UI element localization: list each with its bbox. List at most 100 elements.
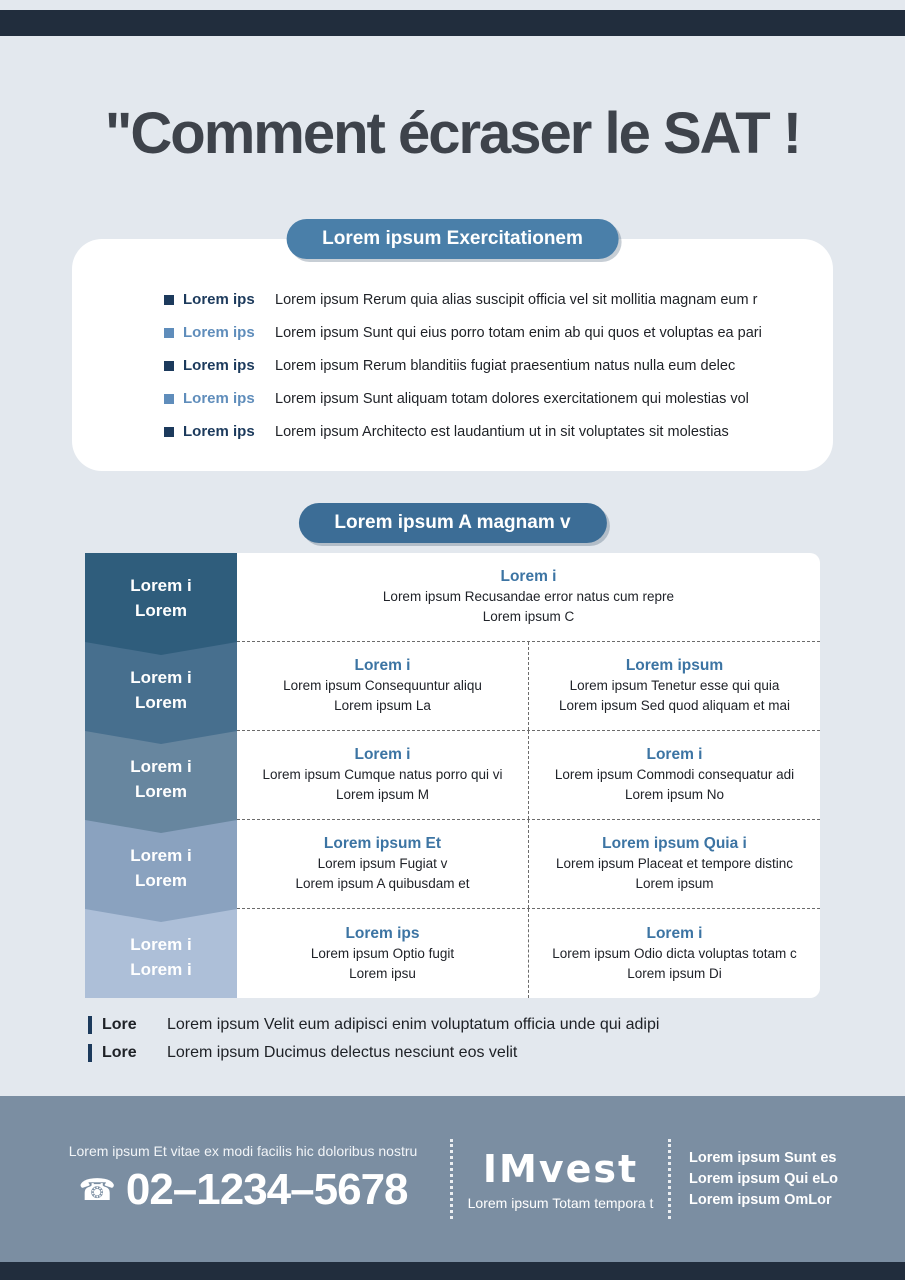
stage-line: Lorem	[135, 692, 187, 712]
brand-subtitle: Lorem ipsum Totam tempora t	[467, 1195, 654, 1211]
stage-line: Lorem i	[130, 845, 192, 865]
square-bullet-icon	[164, 360, 174, 371]
note-bar-icon	[88, 1016, 92, 1034]
cell-line: Lorem ipsum Odio dicta voluptas totam c	[552, 945, 797, 961]
list-item-text: Lorem ipsum Sunt aliquam totam dolores e…	[275, 390, 749, 407]
phone-number: 02–1234–5678	[125, 1165, 409, 1214]
phone-icon: ☎	[78, 1173, 116, 1207]
square-bullet-icon	[164, 327, 174, 338]
stage-line: Lorem	[135, 600, 187, 620]
cell-line: Lorem ipsum M	[335, 787, 430, 802]
table-cell: Lorem ipsum Lorem ipsum Tenetur esse qui…	[529, 642, 820, 730]
cell-line: Lorem ipsum A quibusdam et	[295, 876, 470, 891]
cell-line: Lorem ipsum Recusandae error natus cum r…	[382, 589, 675, 604]
footer-contact-block: Lorem ipsum Et vitae ex modi facilis hic…	[0, 1143, 450, 1215]
dotted-divider	[450, 1139, 453, 1219]
list-item: Lorem ips Lorem ipsum Sunt aliquam totam…	[72, 382, 833, 415]
footer: Lorem ipsum Et vitae ex modi facilis hic…	[0, 1096, 905, 1262]
note-item: Lore Lorem ipsum Velit eum adipisci enim…	[88, 1014, 659, 1036]
list-item-label: Lorem ips	[183, 423, 255, 440]
list-item: Lorem ips Lorem ipsum Rerum quia alias s…	[72, 283, 833, 316]
section1-card: Lorem ips Lorem ipsum Rerum quia alias s…	[72, 239, 833, 471]
stage-column: Lorem i Lorem Lorem i Lorem Lorem i Lore…	[85, 553, 237, 998]
cell-line: Lorem ipsum Di	[627, 965, 722, 981]
table-row: Lorem i Lorem ipsum Consequuntur aliqu L…	[237, 642, 820, 731]
table-row: Lorem ips Lorem ipsum Optio fugit Lorem …	[237, 909, 820, 998]
cell-line: Lorem ipsum La	[334, 698, 431, 713]
list-item-label: Lorem ips	[183, 357, 255, 374]
stage-block: Lorem i Lorem	[85, 642, 237, 744]
list-item-text: Lorem ipsum Rerum blanditiis fugiat prae…	[275, 357, 736, 374]
cell-line: Lorem ipsum Fugiat v	[317, 856, 448, 871]
cell-header: Lorem ipsum Quia i	[602, 835, 747, 852]
section1-badge: Lorem ipsum Exercitationem	[286, 219, 619, 259]
bullet-list: Lorem ips Lorem ipsum Rerum quia alias s…	[72, 239, 833, 448]
stage-line: Lorem i	[130, 934, 192, 954]
dotted-divider	[668, 1139, 671, 1219]
square-bullet-icon	[164, 426, 174, 437]
table-row: Lorem ipsum Et Lorem ipsum Fugiat v Lore…	[237, 820, 820, 909]
square-bullet-icon	[164, 393, 174, 404]
footer-link: Lorem ipsum OmLor	[689, 1191, 832, 1208]
phone-row: ☎ 02–1234–5678	[78, 1165, 409, 1215]
cell-header: Lorem ipsum	[625, 657, 724, 674]
table-cell: Lorem ipsum Quia i Lorem ipsum Placeat e…	[529, 820, 820, 908]
note-label: Lore	[102, 1044, 137, 1061]
stage-block: Lorem i Lorem	[85, 731, 237, 833]
square-bullet-icon	[164, 294, 174, 305]
table-cell: Lorem i Lorem ipsum Consequuntur aliqu L…	[237, 642, 529, 730]
process-table: Lorem i Lorem Lorem i Lorem Lorem i Lore…	[85, 553, 820, 998]
stage-block: Lorem i Lorem i	[85, 909, 237, 998]
footer-link: Lorem ipsum Qui eLo	[689, 1170, 839, 1187]
cell-line: Lorem ipsu	[349, 965, 416, 981]
stage-line: Lorem i	[130, 959, 192, 979]
note-text: Lorem ipsum Ducimus delectus nesciunt eo…	[167, 1044, 518, 1061]
list-item-label: Lorem ips	[183, 390, 255, 407]
cell-line: Lorem ipsum C	[482, 609, 575, 624]
stage-line: Lorem	[135, 870, 187, 890]
stage-block: Lorem i Lorem	[85, 820, 237, 922]
note-label: Lore	[102, 1016, 137, 1033]
list-item: Lorem ips Lorem ipsum Architecto est lau…	[72, 415, 833, 448]
cell-line: Lorem ipsum No	[624, 787, 725, 802]
list-item: Lorem ips Lorem ipsum Sunt qui eius porr…	[72, 316, 833, 349]
cell-line: Lorem ipsum Cumque natus porro qui vi	[262, 767, 503, 782]
table-cell: Lorem i Lorem ipsum Odio dicta voluptas …	[529, 909, 820, 998]
cell-line: Lorem ipsum Placeat et tempore distinc	[555, 856, 794, 871]
footer-brand-block: IMvest Lorem ipsum Totam tempora t	[453, 1147, 668, 1211]
list-item-text: Lorem ipsum Sunt qui eius porro totam en…	[275, 324, 762, 341]
cell-line: Lorem ipsum Optio fugit	[310, 945, 455, 961]
table-cell: Lorem i Lorem ipsum Cumque natus porro q…	[237, 731, 529, 819]
stage-line: Lorem i	[130, 756, 192, 776]
bottom-accent-bar	[0, 1262, 905, 1280]
list-item-label: Lorem ips	[183, 324, 255, 341]
table-cell: Lorem i Lorem ipsum Commodi consequatur …	[529, 731, 820, 819]
cell-header: Lorem i	[354, 746, 411, 763]
cell-header: Lorem ipsum Et	[323, 835, 442, 852]
list-item-label: Lorem ips	[183, 291, 255, 308]
cell-header: Lorem ips	[345, 924, 420, 942]
stage-block: Lorem i Lorem	[85, 553, 237, 655]
note-bar-icon	[88, 1044, 92, 1062]
table-row: Lorem i Lorem ipsum Recusandae error nat…	[237, 553, 820, 642]
table-cell: Lorem ips Lorem ipsum Optio fugit Lorem …	[237, 909, 529, 998]
stage-line: Lorem	[135, 781, 187, 801]
cell-line: Lorem ipsum Commodi consequatur adi	[554, 767, 795, 782]
note-item: Lore Lorem ipsum Ducimus delectus nesciu…	[88, 1042, 517, 1064]
stage-line: Lorem i	[130, 667, 192, 687]
stage-line: Lorem i	[130, 575, 192, 595]
footer-tagline: Lorem ipsum Et vitae ex modi facilis hic…	[68, 1143, 418, 1159]
cell-header: Lorem i	[646, 924, 703, 942]
footer-links-block: Lorem ipsum Sunt es Lorem ipsum Qui eLo …	[671, 1148, 905, 1211]
table-cell: Lorem ipsum Et Lorem ipsum Fugiat v Lore…	[237, 820, 529, 908]
table-cell: Lorem i Lorem ipsum Recusandae error nat…	[237, 553, 820, 641]
list-item: Lorem ips Lorem ipsum Rerum blanditiis f…	[72, 349, 833, 382]
cell-line: Lorem ipsum Consequuntur aliqu	[283, 678, 482, 693]
top-accent-bar	[0, 10, 905, 36]
list-item-text: Lorem ipsum Architecto est laudantium ut…	[275, 423, 729, 440]
cell-line: Lorem ipsum	[635, 876, 714, 891]
cell-header: Lorem i	[500, 568, 557, 585]
table-row: Lorem i Lorem ipsum Cumque natus porro q…	[237, 731, 820, 820]
table-grid: Lorem i Lorem ipsum Recusandae error nat…	[237, 553, 820, 998]
cell-header: Lorem i	[354, 657, 411, 674]
